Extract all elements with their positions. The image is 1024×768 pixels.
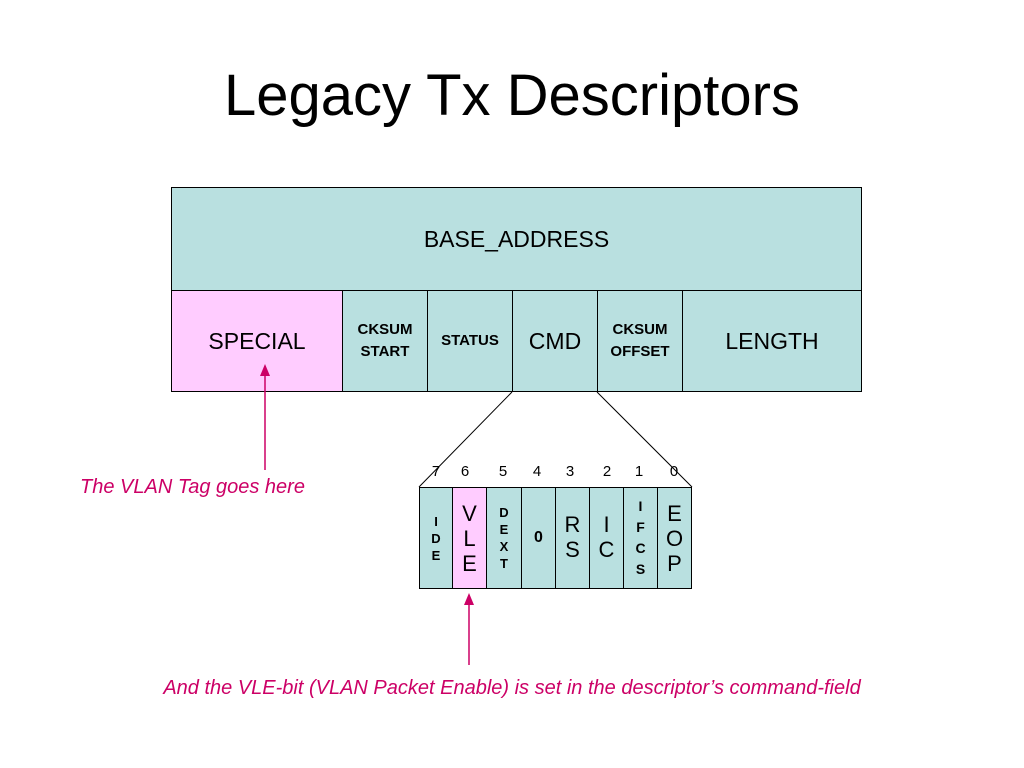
base-address-label: BASE_ADDRESS — [423, 225, 610, 252]
dext-letter-1: D — [499, 505, 509, 520]
cmd-bit-ifcs: I F C S — [623, 487, 658, 589]
rs-letter-1: R — [564, 512, 581, 537]
cmd-field: CMD — [512, 290, 598, 392]
cksum-offset-field: CKSUM OFFSET — [597, 290, 683, 392]
cksum-start-line2: START — [360, 343, 410, 360]
bit-number-4: 4 — [532, 463, 542, 480]
vle-letter-1: V — [462, 500, 477, 526]
cksum-start-line1: CKSUM — [357, 321, 413, 338]
ic-letter-2: C — [598, 537, 615, 562]
dext-letter-4: T — [500, 556, 508, 571]
eop-letter-3: P — [667, 550, 682, 576]
cksum-start-field: CKSUM START — [342, 290, 428, 392]
dext-letter-3: X — [499, 539, 509, 554]
ifcs-letter-4: S — [635, 561, 646, 577]
bit-number-1: 1 — [634, 463, 644, 480]
bit-number-6: 6 — [460, 463, 470, 480]
cmd-bit-vle: V L E — [452, 487, 487, 589]
cksum-start-label: CKSUM START — [358, 319, 413, 363]
reserved-zero: 0 — [534, 529, 543, 546]
cksum-offset-line2: OFFSET — [610, 343, 670, 360]
bit-number-5: 5 — [498, 463, 508, 480]
vlan-tag-note: The VLAN Tag goes here — [80, 476, 305, 498]
ifcs-letter-2: F — [636, 519, 645, 535]
cmd-expand-line-left — [418, 391, 513, 488]
special-label: SPECIAL — [208, 327, 306, 354]
bit-number-7: 7 — [431, 463, 441, 480]
cmd-label: CMD — [528, 327, 582, 354]
ifcs-letter-1: I — [638, 498, 643, 514]
cmd-bit-ide: I D E — [419, 487, 453, 589]
eop-letter-1: E — [667, 500, 682, 526]
ide-letter-2: D — [431, 530, 441, 546]
bit-number-3: 3 — [565, 463, 575, 480]
cmd-bit-dext: D E X T — [486, 487, 522, 589]
cmd-bit-eop: E O P — [657, 487, 692, 589]
base-address-field: BASE_ADDRESS — [171, 187, 862, 291]
cksum-offset-line1: CKSUM — [612, 321, 668, 338]
dext-letter-2: E — [499, 522, 509, 537]
ide-letter-3: E — [431, 547, 441, 563]
rs-letter-2: S — [565, 537, 580, 562]
cksum-offset-label: CKSUM OFFSET — [610, 319, 669, 363]
cmd-bit-reserved: 0 — [521, 487, 556, 589]
page-title: Legacy Tx Descriptors — [224, 63, 800, 128]
vle-letter-2: L — [463, 525, 476, 551]
cmd-bit-rs: R S — [555, 487, 590, 589]
bit-number-2: 2 — [602, 463, 612, 480]
ifcs-letter-3: C — [635, 540, 646, 556]
cmd-bit-ic: I C — [589, 487, 624, 589]
length-label: LENGTH — [725, 327, 819, 354]
length-field: LENGTH — [682, 290, 862, 392]
cmd-expand-line-right — [596, 391, 693, 488]
vle-arrow-head — [464, 593, 474, 605]
status-label: STATUS — [441, 332, 499, 349]
bit-number-0: 0 — [669, 463, 679, 480]
eop-letter-2: O — [665, 525, 684, 551]
ic-letter-1: I — [603, 512, 610, 537]
vlan-tag-arrow-head — [260, 364, 270, 376]
ide-letter-1: I — [434, 513, 438, 529]
vle-letter-3: E — [462, 550, 477, 576]
vle-bit-note: And the VLE-bit (VLAN Packet Enable) is … — [163, 677, 861, 699]
